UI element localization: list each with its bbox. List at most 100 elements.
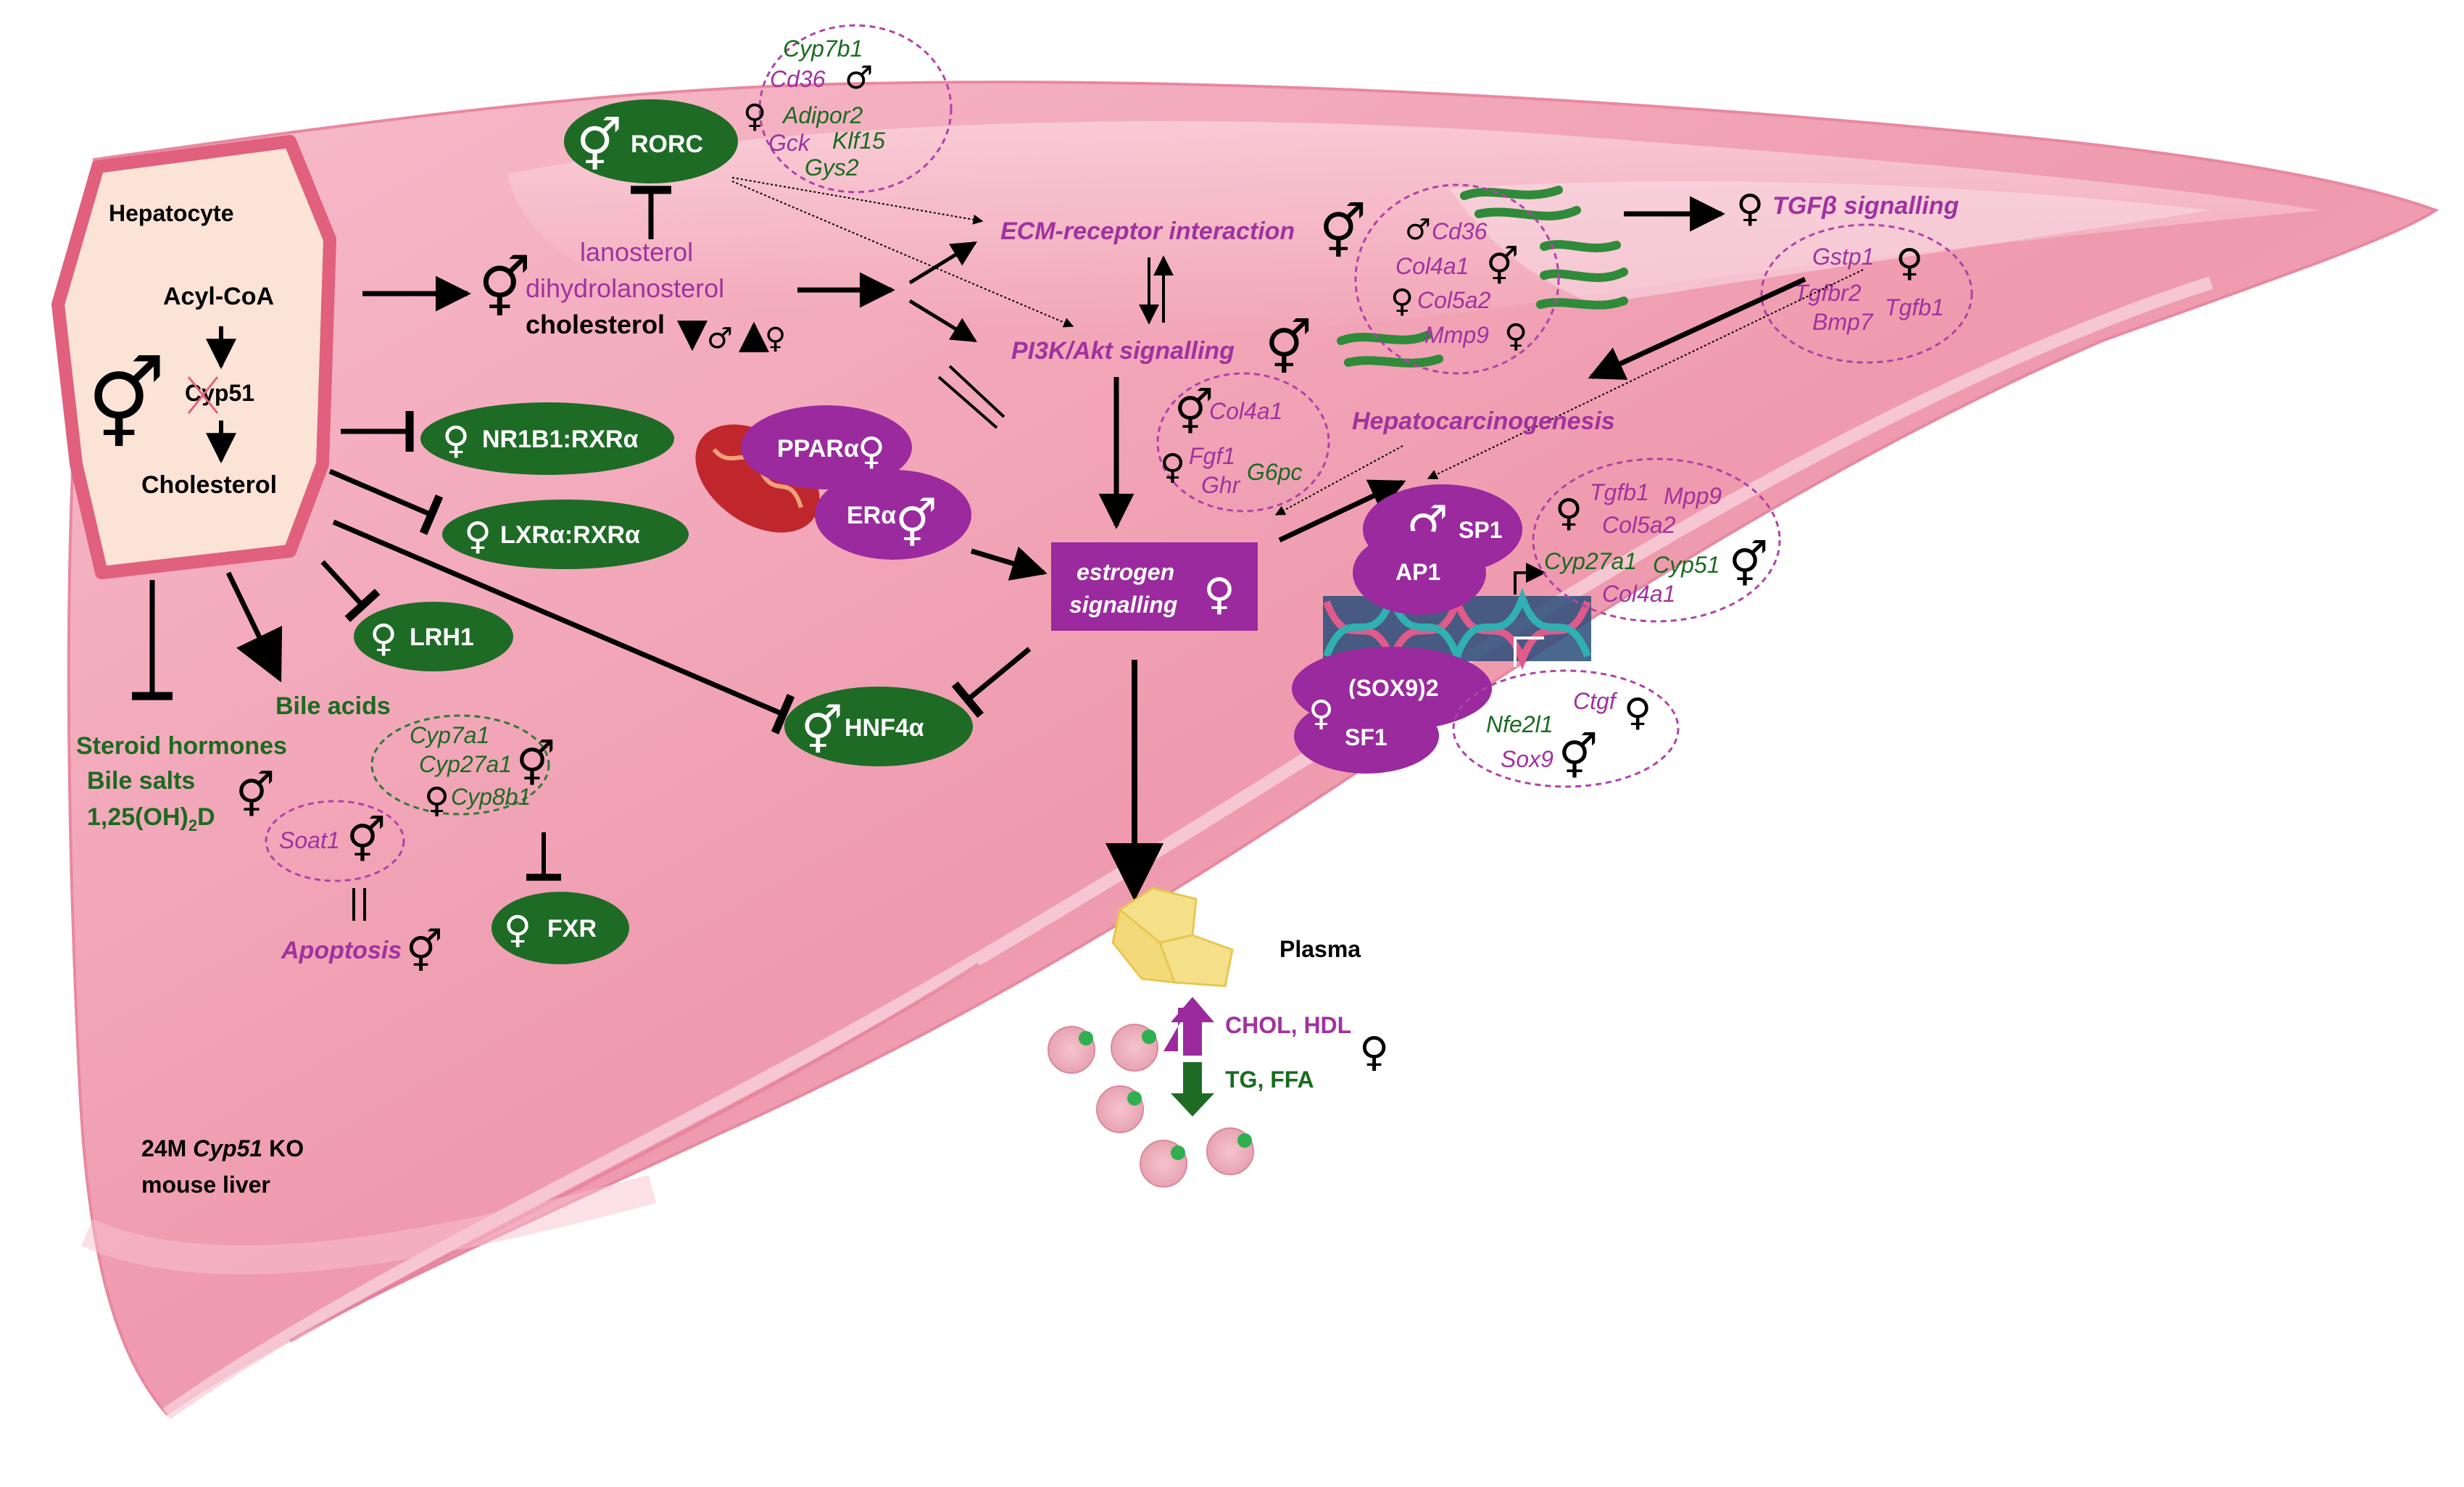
gene-group-tgfb: Gstp1 ♀ Tgfbr2 Bmp7 Tgfb1 bbox=[1760, 223, 1973, 364]
hepatocarcinogenesis-label: Hepatocarcinogenesis bbox=[1352, 407, 1615, 435]
apoptosis-sex: ⚥ bbox=[406, 928, 443, 976]
sterol-up-sex: ♀ bbox=[765, 322, 786, 355]
hepatocyte-sex-symbol: ⚥ bbox=[87, 355, 165, 456]
gene-mmp9-ecm: Mmp9 bbox=[1424, 322, 1489, 348]
era-label: ERα bbox=[847, 502, 896, 529]
hnf4a-sex: ⚥ bbox=[801, 704, 843, 758]
cholesterol-sterol-label: cholesterol bbox=[526, 310, 665, 339]
lxra-node: ♀ LXRα:RXRα bbox=[442, 500, 689, 569]
gene-gys2: Gys2 bbox=[805, 154, 859, 181]
gene-tgfbr2: Tgfbr2 bbox=[1794, 280, 1862, 306]
gene-sox9: Sox9 bbox=[1501, 746, 1554, 772]
output-labels: Bile acids Steroid hormones Bile salts 1… bbox=[76, 692, 391, 834]
hepatocyte-cell: Hepatocyte Acyl-CoA Cyp51 Cholesterol ⚥ bbox=[51, 135, 336, 579]
bile-sex2: ♀ bbox=[424, 780, 449, 821]
gene-bmp7: Bmp7 bbox=[1812, 309, 1874, 335]
sterol-down-sex: ♂ bbox=[707, 322, 733, 355]
fxr-node: ♀ FXR bbox=[491, 892, 629, 964]
sp1-group-female: ♀ bbox=[1555, 492, 1582, 535]
estrogen-signalling-box: estrogen signalling ♀ bbox=[1051, 542, 1258, 631]
ppara-node: PPARα ♀ bbox=[741, 405, 912, 489]
gene-ghr: Ghr bbox=[1201, 472, 1241, 498]
steroid-sex: ⚥ bbox=[236, 771, 275, 821]
gene-cyp27a1-sp1: Cyp27a1 bbox=[1544, 548, 1637, 574]
era-sex: ⚥ bbox=[895, 497, 937, 552]
bile-salts-label: Bile salts bbox=[87, 767, 195, 795]
estrogen-line1: estrogen bbox=[1077, 559, 1174, 585]
ecm-mmp9-sex: ♀ bbox=[1504, 318, 1527, 355]
sf1-sex: ♀ bbox=[1308, 693, 1334, 734]
gene-group-bile: Cyp7a1 Cyp27a1 ⚥ ♀ Cyp8b1 bbox=[370, 714, 555, 821]
pi3k-sex1: ⚥ bbox=[1174, 388, 1214, 439]
gene-klf15: Klf15 bbox=[832, 128, 885, 154]
lxra-label: LXRα:RXRα bbox=[500, 521, 640, 549]
gene-group-sp1: ♀ Tgfb1 Mpp9 Col5a2 Cyp27a1 Cyp51 ⚥ Col4… bbox=[1532, 457, 1781, 623]
lxra-sex: ♀ bbox=[464, 515, 491, 558]
gene-cd36-ecm: Cd36 bbox=[1432, 218, 1488, 244]
gene-ctgf: Ctgf bbox=[1573, 688, 1618, 714]
bile-acids-label: Bile acids bbox=[275, 692, 391, 720]
plasma-sex: ♀ bbox=[1359, 1029, 1389, 1076]
ecm-sex: ⚥ bbox=[1319, 202, 1366, 262]
gene-group-soat: Soat1 ⚥ bbox=[265, 800, 405, 882]
sp1-label: SP1 bbox=[1459, 517, 1502, 543]
sterol-sex-symbol: ⚥ bbox=[478, 254, 531, 322]
pi3k-sex: ⚥ bbox=[1265, 318, 1312, 378]
plasma-up-label: CHOL, HDL bbox=[1225, 1012, 1351, 1038]
sox9-label: (SOX9)2 bbox=[1348, 675, 1438, 701]
top-female-symbol: ♀ bbox=[743, 98, 766, 135]
plasma-label: Plasma bbox=[1279, 936, 1361, 962]
nr1b1-label: NR1B1:RXRα bbox=[482, 426, 639, 453]
lanosterol-label: lanosterol bbox=[580, 237, 693, 267]
hnf4a-node: ⚥ HNF4α bbox=[784, 687, 973, 766]
caption-suffix: KO bbox=[262, 1135, 304, 1161]
gene-fgf1: Fgf1 bbox=[1189, 443, 1235, 469]
tgfb-label: TGFβ signalling bbox=[1772, 192, 1959, 220]
pi3k-sex2: ♀ bbox=[1160, 447, 1185, 487]
plasma-cells bbox=[1111, 887, 1234, 987]
caption-line2: mouse liver bbox=[141, 1172, 270, 1198]
gene-col4a1-sp1: Col4a1 bbox=[1602, 581, 1675, 607]
lrh1-node: ♀ LRH1 bbox=[354, 602, 513, 671]
acyl-coa-label: Acyl-CoA bbox=[163, 283, 274, 310]
gene-gstp1: Gstp1 bbox=[1812, 244, 1874, 270]
gene-cyp27a1-bile: Cyp27a1 bbox=[419, 751, 512, 777]
tgfb-group-sex: ♀ bbox=[1896, 241, 1923, 285]
sf1-node: ♀ SF1 bbox=[1294, 693, 1439, 774]
ctgf-sex: ♀ bbox=[1624, 691, 1651, 734]
lrh1-sex: ♀ bbox=[370, 617, 397, 660]
gene-cd36-top: Cd36 bbox=[770, 66, 826, 92]
caption-line1: 24M Cyp51 KO bbox=[141, 1135, 304, 1161]
gene-tgfb1-sp1: Tgfb1 bbox=[1590, 479, 1649, 505]
gene-col5a2-ecm: Col5a2 bbox=[1417, 287, 1491, 313]
lipoprotein-particles bbox=[1048, 1024, 1254, 1188]
ecm-female: ♀ bbox=[1390, 283, 1414, 320]
gene-cyp7a1: Cyp7a1 bbox=[410, 722, 489, 748]
caption-gene: Cyp51 bbox=[193, 1135, 262, 1161]
sp1-group-sex: ⚥ bbox=[1729, 540, 1768, 591]
estrogen-line2: signalling bbox=[1069, 592, 1177, 618]
fxr-sex: ♀ bbox=[504, 908, 531, 952]
vitamin-d-label: 1,25(OH)2D bbox=[87, 803, 215, 834]
fxr-label: FXR bbox=[547, 915, 597, 943]
top-male-symbol: ♂ bbox=[845, 59, 873, 96]
ap1-label: AP1 bbox=[1395, 559, 1440, 585]
hnf4a-label: HNF4α bbox=[845, 714, 924, 742]
collagen-fibers bbox=[1337, 186, 1628, 368]
gene-tgfb1-tgfb: Tgfb1 bbox=[1885, 294, 1944, 320]
lrh1-label: LRH1 bbox=[410, 624, 474, 651]
gene-col4a1-pi3k: Col4a1 bbox=[1209, 398, 1282, 424]
soat-sex: ⚥ bbox=[347, 816, 386, 866]
caption-prefix: 24M bbox=[141, 1135, 193, 1161]
gene-cyp8b1: Cyp8b1 bbox=[451, 784, 531, 810]
gene-group-sox9: Ctgf ♀ Nfe2l1 Sox9 ⚥ bbox=[1452, 669, 1680, 788]
ecm-col4a1-sex: ⚥ bbox=[1486, 246, 1519, 288]
ap1-node: AP1 bbox=[1353, 531, 1486, 615]
gene-group-ecm: ♂ Cd36 Col4a1 ⚥ ♀ Col5a2 Mmp9 ♀ bbox=[1354, 183, 1560, 375]
liver-shape bbox=[67, 80, 2439, 1420]
gene-col5a2-sp1: Col5a2 bbox=[1602, 512, 1676, 538]
sterol-group: ⚥ lanosterol dihydrolanosterol cholester… bbox=[478, 237, 786, 355]
gene-g6pc: G6pc bbox=[1247, 459, 1302, 485]
